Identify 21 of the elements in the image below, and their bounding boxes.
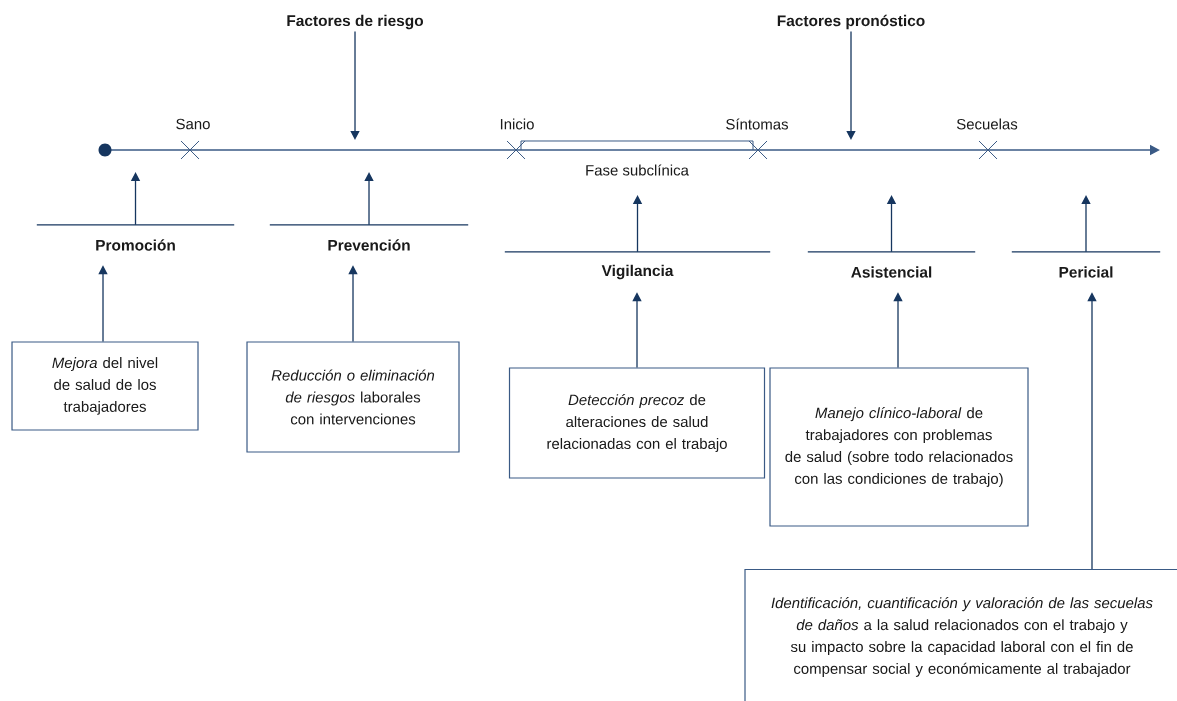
timeline-label: Fase subclínica — [586, 164, 689, 176]
timeline-label: Secuelas — [956, 118, 1018, 130]
factor-heading: Factores pronóstico — [777, 14, 925, 30]
description-box: Detección precoz de alteraciones de salud relacionadas con el trabajo — [508, 367, 766, 479]
description-box: Identificación, cuantificación y valoración de las secuelas de daños a la salud relacionados con el trabajo y su impacto sobre la capacidad laboral con el fin de compensar social y económicamente al trabajador — [744, 568, 1177, 701]
factor-heading: Factores de riesgo — [287, 14, 424, 30]
arrow — [364, 172, 374, 226]
section-heading: Asistencial — [807, 251, 976, 278]
arrow — [846, 30, 856, 140]
arrow — [350, 30, 360, 140]
description-box: Reducción o eliminación de riesgos laborales con intervenciones — [246, 341, 460, 453]
timeline-label: Sano — [176, 118, 210, 130]
description-box: Manejo clínico-laboral de trabajadores con problemas de salud (sobre todo relacionados con las condiciones de trabajo) — [769, 367, 1029, 527]
arrow — [1081, 195, 1091, 253]
section-heading: Promoción — [36, 224, 235, 251]
section-heading: Prevención — [269, 224, 469, 251]
section-heading: Pericial — [1011, 251, 1161, 278]
timeline-label: Inicio — [500, 118, 534, 130]
section-heading: Vigilancia — [504, 251, 771, 280]
timeline-label: Síntomas — [726, 118, 788, 130]
description-box: Mejora del nivel de salud de los trabajadores — [11, 341, 199, 431]
